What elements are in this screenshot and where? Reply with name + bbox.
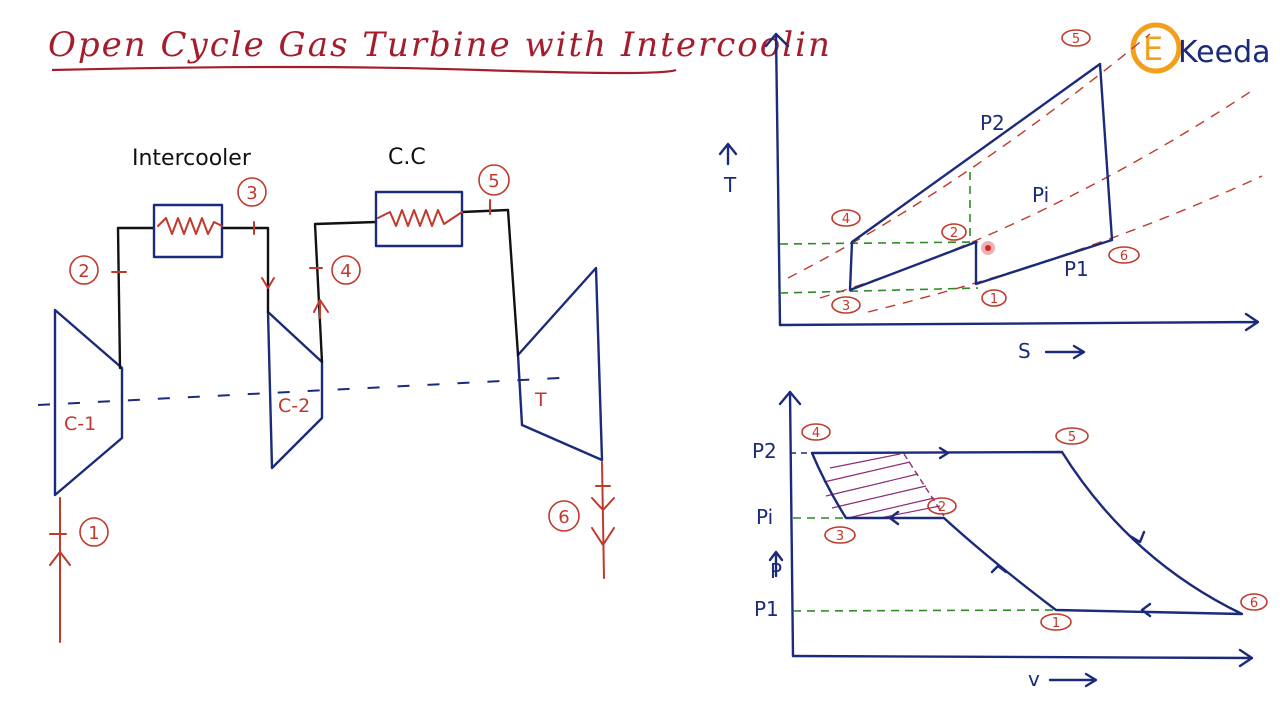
svg-text:1: 1: [1052, 616, 1060, 631]
ts-state-6: 6: [1108, 246, 1140, 264]
turbine-label: T: [534, 389, 547, 411]
ts-p2-label: P2: [980, 111, 1005, 135]
intercooler-coil: [157, 217, 223, 235]
svg-text:3: 3: [842, 299, 850, 314]
pv-x-axis-arrow: [1048, 672, 1098, 688]
schematic-state-3: 3: [237, 177, 267, 207]
svg-text:3: 3: [836, 529, 844, 544]
ts-cycle-path: [848, 62, 1114, 292]
pipe-cc-to-turbine: [460, 208, 520, 357]
ts-diagram: T S P2 Pi P1 1 2 3 4: [718, 29, 1263, 363]
svg-text:4: 4: [812, 426, 820, 441]
ts-p1-curve: [867, 175, 1263, 313]
ts-x-axis: [778, 312, 1260, 332]
combustion-chamber-coil: [377, 209, 463, 227]
schematic-state-5: 5: [478, 164, 510, 196]
intercooler-box: [152, 203, 224, 259]
pv-arrow-top: [938, 446, 950, 460]
svg-text:3: 3: [246, 183, 257, 204]
pv-y-axis-arrow: [768, 550, 784, 578]
svg-text:4: 4: [842, 212, 850, 227]
schematic-state-4: 4: [331, 255, 361, 285]
pv-guide-p1: [792, 609, 1057, 612]
logo-text: Keeda: [1178, 35, 1271, 70]
pv-state-5: 5: [1055, 427, 1089, 445]
ts-pi-label: Pi: [1032, 183, 1049, 207]
svg-text:5: 5: [1072, 32, 1080, 47]
cc-label: C.C: [388, 145, 426, 170]
ts-p1-label: P1: [1064, 257, 1089, 281]
pv-x-axis: [791, 648, 1254, 668]
svg-text:1: 1: [990, 292, 998, 307]
pv-arrow-pi: [888, 510, 900, 526]
compressor-1-label: C-1: [64, 413, 96, 435]
ts-state-2: 2: [941, 223, 967, 241]
turbine-shape: [516, 266, 604, 462]
pv-state-2: 2: [927, 497, 957, 515]
svg-text:5: 5: [1068, 430, 1076, 445]
svg-text:5: 5: [488, 171, 499, 192]
pv-p2-label: P2: [752, 439, 777, 463]
ts-guide-lower: [779, 287, 979, 294]
schematic-state-1: 1: [79, 517, 109, 547]
ts-x-axis-arrow: [1044, 344, 1086, 360]
ts-state-5: 5: [1061, 29, 1091, 47]
svg-text:4: 4: [340, 261, 351, 282]
ts-y-axis-label: T: [723, 173, 737, 197]
pipe-c1-to-intercooler: [116, 226, 156, 370]
intercooler-label: Intercooler: [132, 146, 252, 171]
title-group: Open Cycle Gas Turbine with Intercoolin: [48, 25, 832, 75]
flow-arrow-c2-out: [313, 299, 329, 319]
cycle-schematic: C-1 C-2 T Intercooler C.C: [37, 145, 615, 643]
pv-hatched-area: [823, 453, 945, 519]
pipe-c2-to-cc: [313, 220, 378, 364]
ts-y-axis-arrow: [718, 142, 738, 166]
ekeeda-logo: E Keeda: [1130, 22, 1271, 74]
pv-arrow-bottom: [1140, 602, 1152, 618]
svg-text:2: 2: [950, 226, 958, 241]
svg-text:6: 6: [1120, 249, 1128, 264]
pv-y-axis: [778, 390, 802, 658]
inlet-arrow: [49, 497, 71, 643]
svg-text:2: 2: [938, 500, 946, 515]
compressor-1-shape: [53, 308, 124, 497]
exhaust-arrow: [591, 461, 615, 579]
combustion-chamber-box: [374, 190, 464, 248]
pv-pi-label: Pi: [756, 505, 773, 529]
pv-y-axis-label: P: [770, 559, 782, 583]
pv-state-3: 3: [824, 526, 856, 544]
pv-arrow-expansion: [1128, 530, 1146, 544]
page-title: Open Cycle Gas Turbine with Intercoolin: [48, 25, 832, 65]
pipe-intercooler-to-c2: [220, 226, 270, 314]
ts-p2-curve: [787, 33, 1151, 279]
pv-x-axis-label: v: [1028, 667, 1040, 691]
pv-diagram: P v P2 Pi P1 1: [752, 390, 1268, 691]
pv-state-1: 1: [1040, 613, 1072, 631]
svg-text:1: 1: [88, 523, 99, 544]
svg-text:2: 2: [78, 261, 89, 282]
pv-state-6: 6: [1240, 593, 1268, 611]
schematic-state-2: 2: [69, 255, 99, 285]
compressor-2-label: C-2: [278, 395, 310, 417]
ts-state-4: 4: [831, 209, 861, 227]
pv-cycle-path: [810, 450, 1244, 616]
logo-mark: E: [1143, 30, 1163, 68]
flow-arrow-c2-in: [261, 277, 275, 289]
ts-state-1: 1: [981, 289, 1007, 307]
ts-y-axis: [764, 32, 790, 327]
svg-text:6: 6: [558, 507, 569, 528]
compressor-2-shape: [266, 310, 324, 470]
ts-guide-upper: [779, 241, 979, 245]
title-underline: [51, 65, 677, 75]
ts-x-axis-label: S: [1018, 339, 1031, 363]
pv-p1-label: P1: [754, 597, 779, 621]
schematic-state-6: 6: [548, 500, 580, 532]
svg-text:6: 6: [1250, 596, 1258, 611]
laser-pointer-dot: [981, 241, 995, 255]
pv-arrow-compression: [990, 564, 1008, 574]
ts-state-3: 3: [831, 296, 861, 314]
pv-state-4: 4: [801, 423, 831, 441]
